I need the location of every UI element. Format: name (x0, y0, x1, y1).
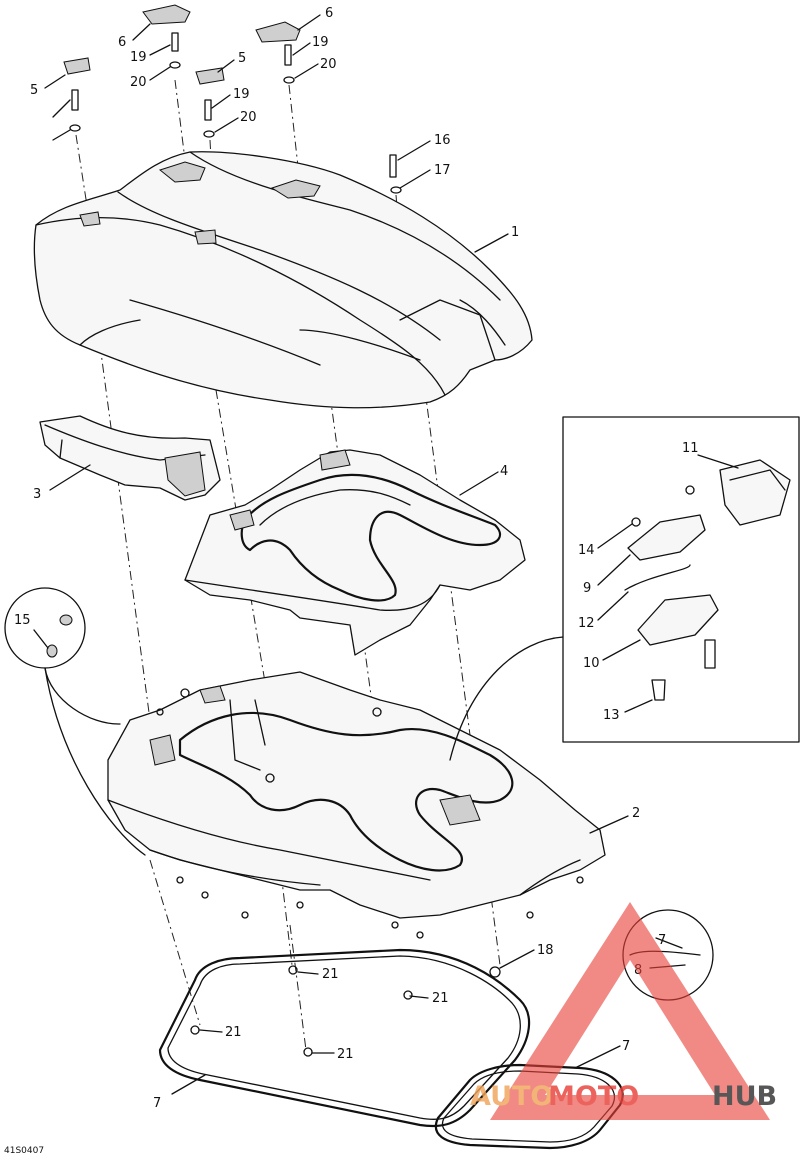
callout-15: 15 (14, 613, 31, 628)
callout-6-right: 6 (325, 6, 333, 21)
detail-circle-15 (4, 587, 146, 856)
seal-fasteners-21 (190, 965, 413, 1057)
callout-7-seal: 7 (153, 1096, 161, 1111)
callout-13: 13 (603, 708, 620, 723)
callout-19-a: 19 (130, 50, 147, 65)
callout-7-detail: 7 (658, 933, 666, 948)
latch-detail-box (562, 416, 800, 743)
callout-labels: 1 2 3 4 5 5 6 6 7 7 7 8 9 10 11 12 13 14… (14, 6, 699, 1111)
callout-10: 10 (583, 656, 600, 671)
base-part-2 (107, 671, 606, 919)
callout-17: 17 (434, 163, 451, 178)
callout-7-small-seal: 7 (622, 1039, 630, 1054)
callout-12: 12 (578, 616, 595, 631)
callout-19-c: 19 (233, 87, 250, 102)
base-fasteners (156, 688, 584, 978)
callout-21-b: 21 (432, 991, 449, 1006)
latch-hardware (63, 4, 402, 194)
callout-9: 9 (583, 581, 591, 596)
callout-3: 3 (33, 487, 41, 502)
leader-lines (33, 14, 739, 1095)
watermark-text-moto: MOTO (548, 1081, 639, 1112)
callout-21-a: 21 (322, 967, 339, 982)
callout-6-left: 6 (118, 35, 126, 50)
callout-21-d: 21 (337, 1047, 354, 1062)
callout-20-a: 20 (130, 75, 147, 90)
callout-19-b: 19 (312, 35, 329, 50)
callout-2: 2 (632, 806, 640, 821)
callout-5-right: 5 (238, 51, 246, 66)
callout-20-c: 20 (240, 110, 257, 125)
detail-leader-line (449, 636, 564, 761)
callout-4: 4 (500, 464, 508, 479)
watermark-logo: AUTO MOTO HUB (470, 902, 777, 1120)
watermark-text-hub: HUB (712, 1081, 777, 1112)
callout-5-left: 5 (30, 83, 38, 98)
callout-1: 1 (511, 225, 519, 240)
callout-14: 14 (578, 543, 595, 558)
callout-21-c: 21 (225, 1025, 242, 1040)
watermark-text-auto: AUTO (470, 1081, 553, 1112)
callout-20-b: 20 (320, 57, 337, 72)
upper-cover-part-1 (33, 151, 533, 409)
diagram-code: 41S0407 (4, 1146, 44, 1156)
side-panel-part-3 (39, 415, 221, 501)
callout-11: 11 (682, 441, 699, 456)
callout-16: 16 (434, 133, 451, 148)
storage-tray-part-4 (184, 449, 526, 656)
callout-18: 18 (537, 943, 554, 958)
